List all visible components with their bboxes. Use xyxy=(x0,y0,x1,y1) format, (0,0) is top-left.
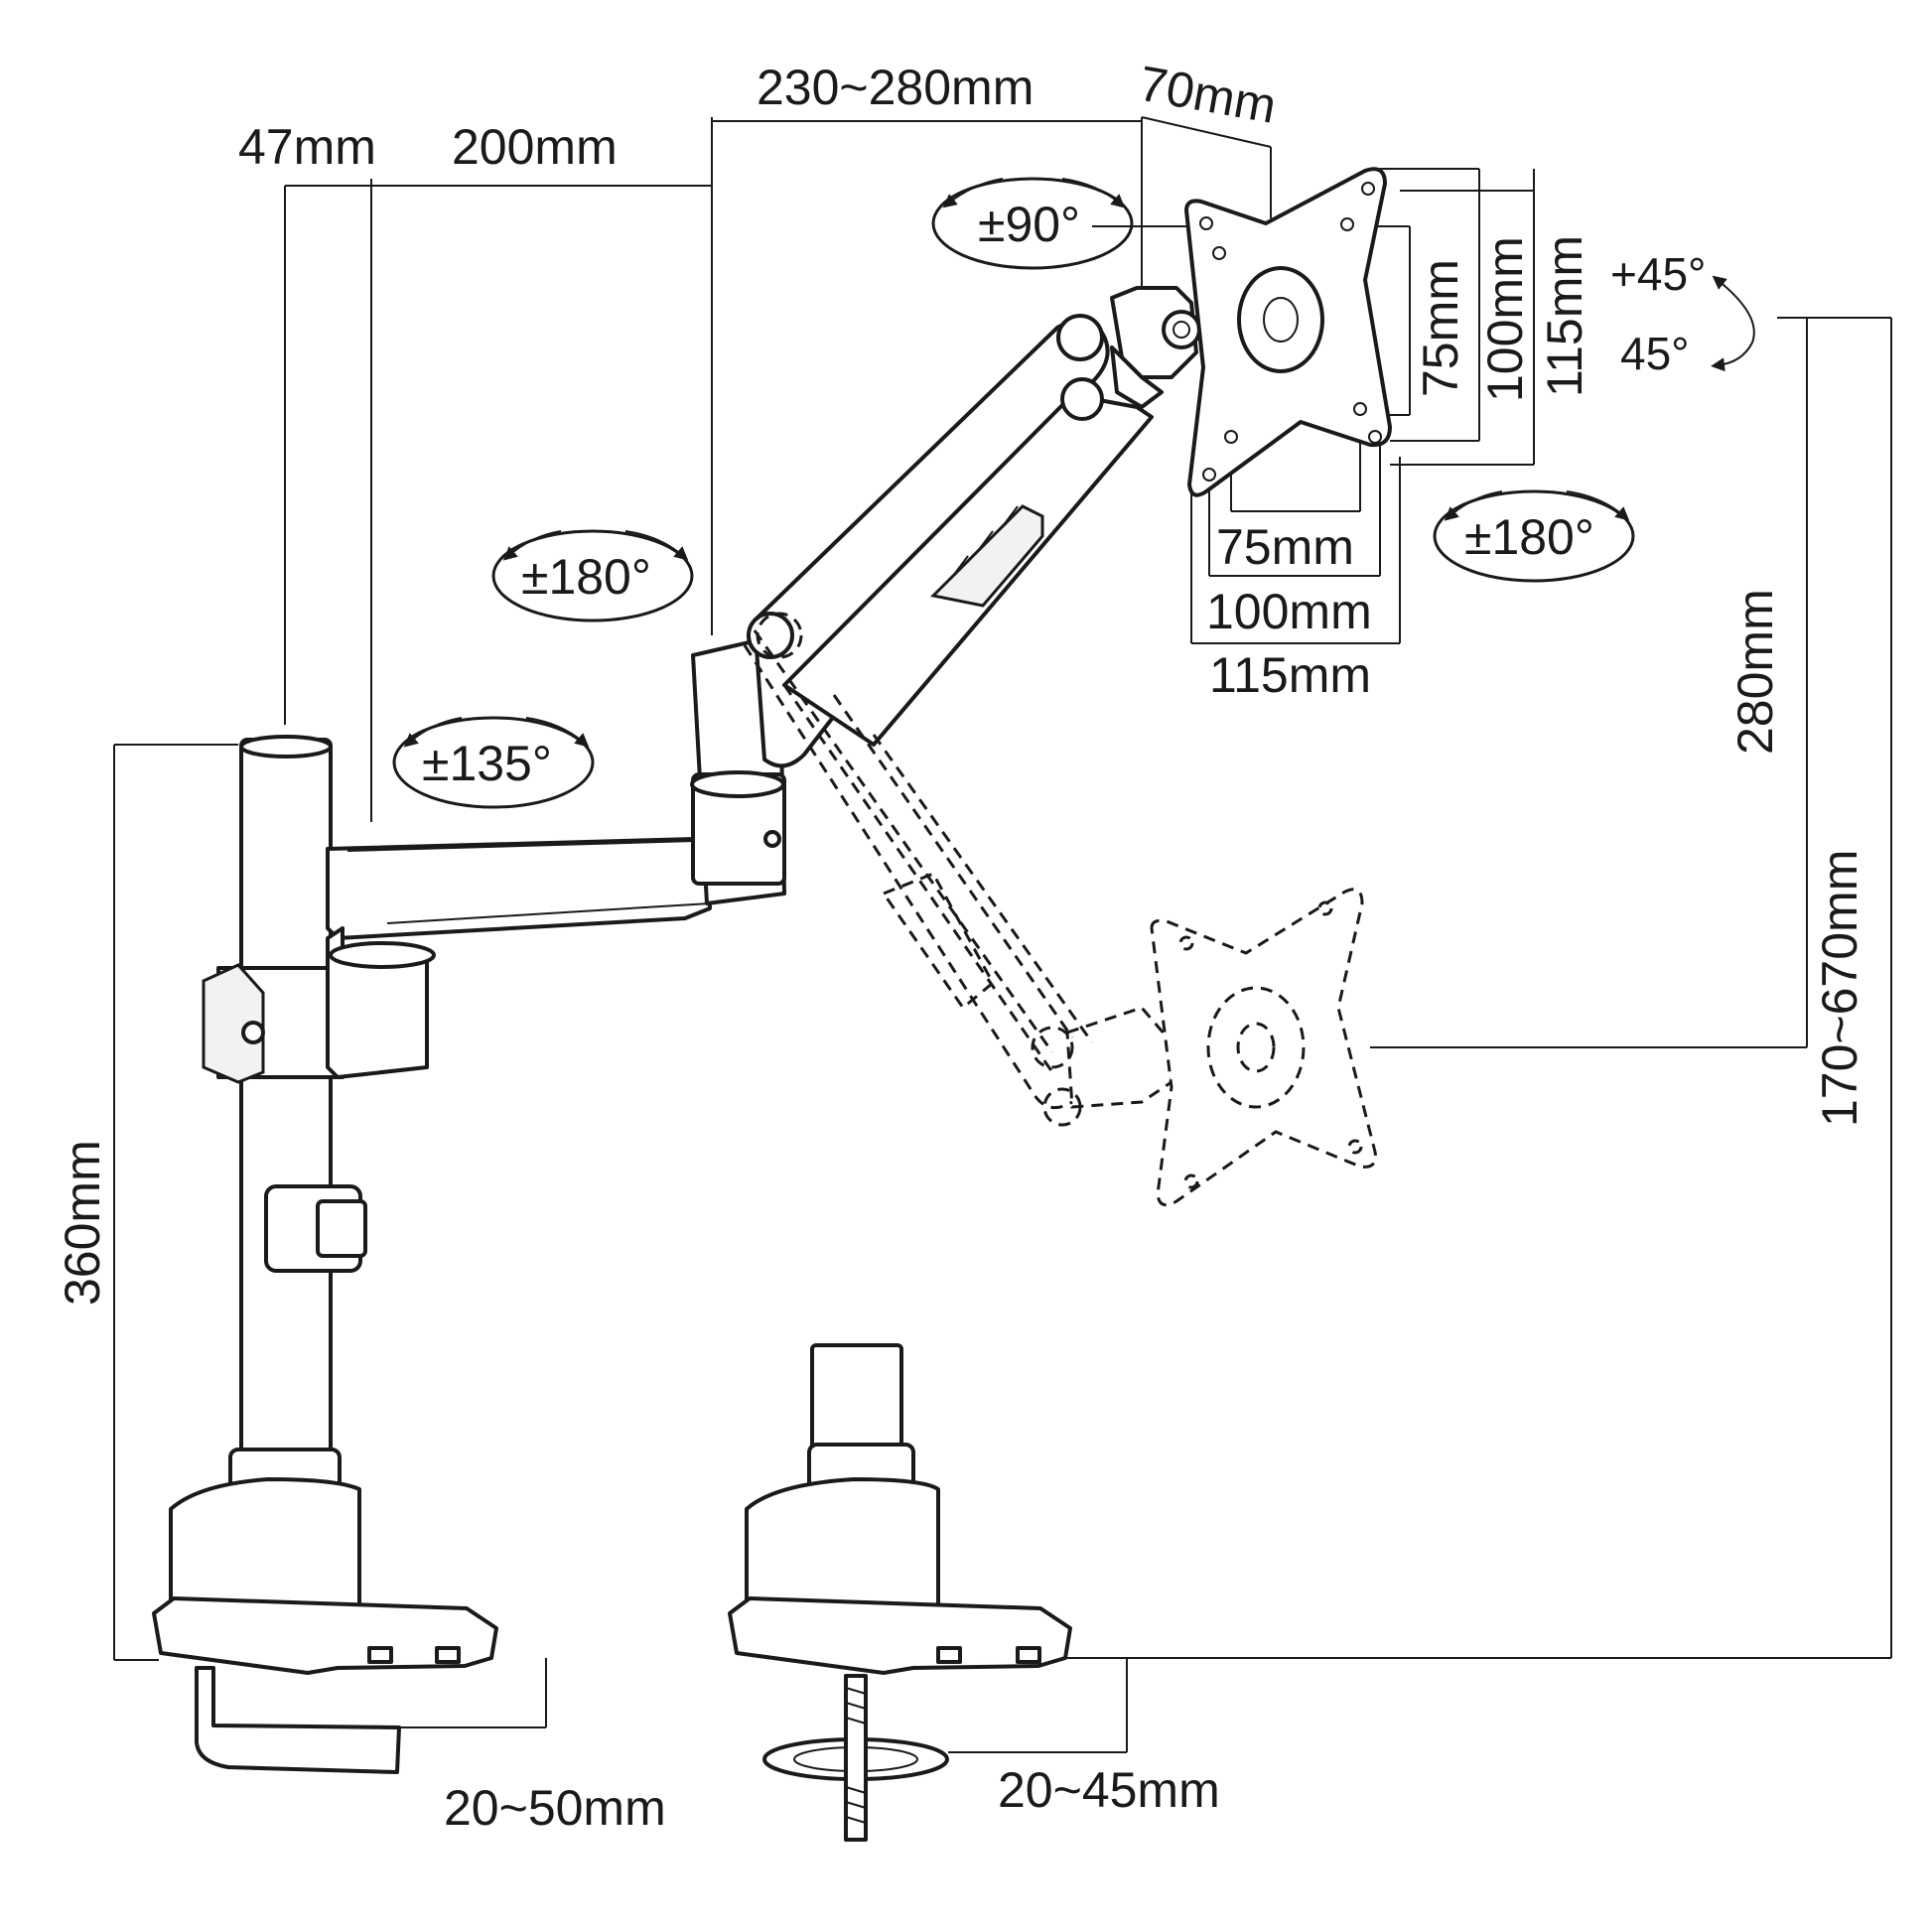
label-vesa-height-75mm: 75mm xyxy=(1413,259,1468,397)
label-tilt-down: 45° xyxy=(1620,328,1690,379)
vesa-plate xyxy=(1184,167,1392,497)
label-vesa-height-100mm: 100mm xyxy=(1477,236,1533,402)
label-70mm: 70mm xyxy=(1135,56,1281,134)
rotation-135-indicator xyxy=(392,716,595,809)
rotation-indicators xyxy=(392,177,1755,809)
label-vesa-height-115mm: 115mm xyxy=(1537,235,1592,397)
rotation-90-indicator xyxy=(931,177,1134,270)
rotation-180-arm-indicator xyxy=(491,529,694,622)
rotation-180-head-indicator xyxy=(1433,489,1635,583)
label-360mm: 360mm xyxy=(55,1140,110,1306)
grommet-mount xyxy=(728,1343,1072,1842)
labels: 47mm 200mm 230~280mm 70mm 75mm 100mm 115… xyxy=(55,56,1867,1836)
upper-gas-arm xyxy=(747,314,1154,768)
label-vesa-width-75mm: 75mm xyxy=(1216,519,1354,575)
label-grommet-20-45mm: 20~45mm xyxy=(998,1762,1220,1818)
label-tilt-up: +45° xyxy=(1610,248,1706,300)
label-rotation-135: ±135° xyxy=(422,736,552,791)
label-rotation-90: ±90° xyxy=(978,197,1080,252)
tilt-indicator xyxy=(1711,275,1755,372)
label-47mm: 47mm xyxy=(238,119,376,175)
tilt-head xyxy=(1110,286,1201,409)
label-200mm: 200mm xyxy=(452,119,618,175)
label-230-280mm: 230~280mm xyxy=(757,60,1034,115)
label-280mm: 280mm xyxy=(1727,589,1783,755)
label-rotation-180-arm: ±180° xyxy=(521,549,651,605)
label-vesa-width-115mm: 115mm xyxy=(1209,647,1371,703)
label-170-670mm: 170~670mm xyxy=(1812,850,1867,1127)
label-vesa-width-100mm: 100mm xyxy=(1206,584,1372,639)
pole-with-clamp xyxy=(152,735,498,1774)
label-clamp-20-50mm: 20~50mm xyxy=(444,1780,666,1836)
lower-arm xyxy=(326,837,712,1079)
lowered-position-outline xyxy=(743,612,1377,1207)
label-rotation-180-head: ±180° xyxy=(1464,509,1594,565)
dimension-lines xyxy=(113,116,1892,1753)
